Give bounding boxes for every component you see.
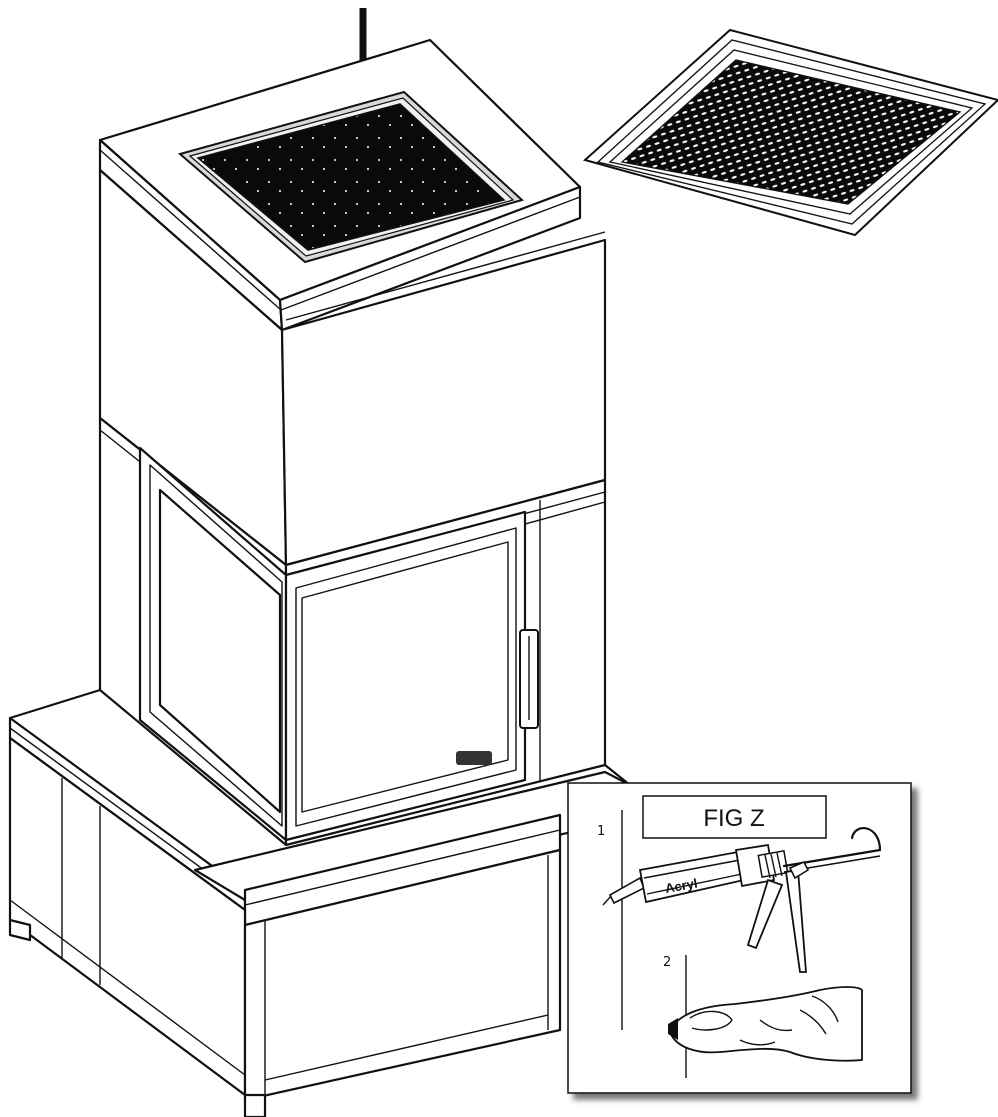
caulking-gun-icon: Acryl [602,827,882,973]
tube-label: Acryl [664,876,699,896]
installed-top-grille [177,90,524,264]
pedestal-front [243,848,562,1102]
step-1-label: 1 [597,824,605,839]
brand-badge [456,751,492,765]
fig-z-inset: FIG Z 1 2 Acryl [567,782,912,1094]
detached-grille [582,28,998,237]
top-slab-right-face [278,185,582,332]
inset-title-box [642,795,827,839]
fire-door-glass-left [158,488,282,814]
step-2-label: 2 [663,955,671,970]
finger-smoothing-icon [668,986,863,1062]
stove-body [8,38,632,1117]
inset-title: FIG Z [703,805,764,832]
